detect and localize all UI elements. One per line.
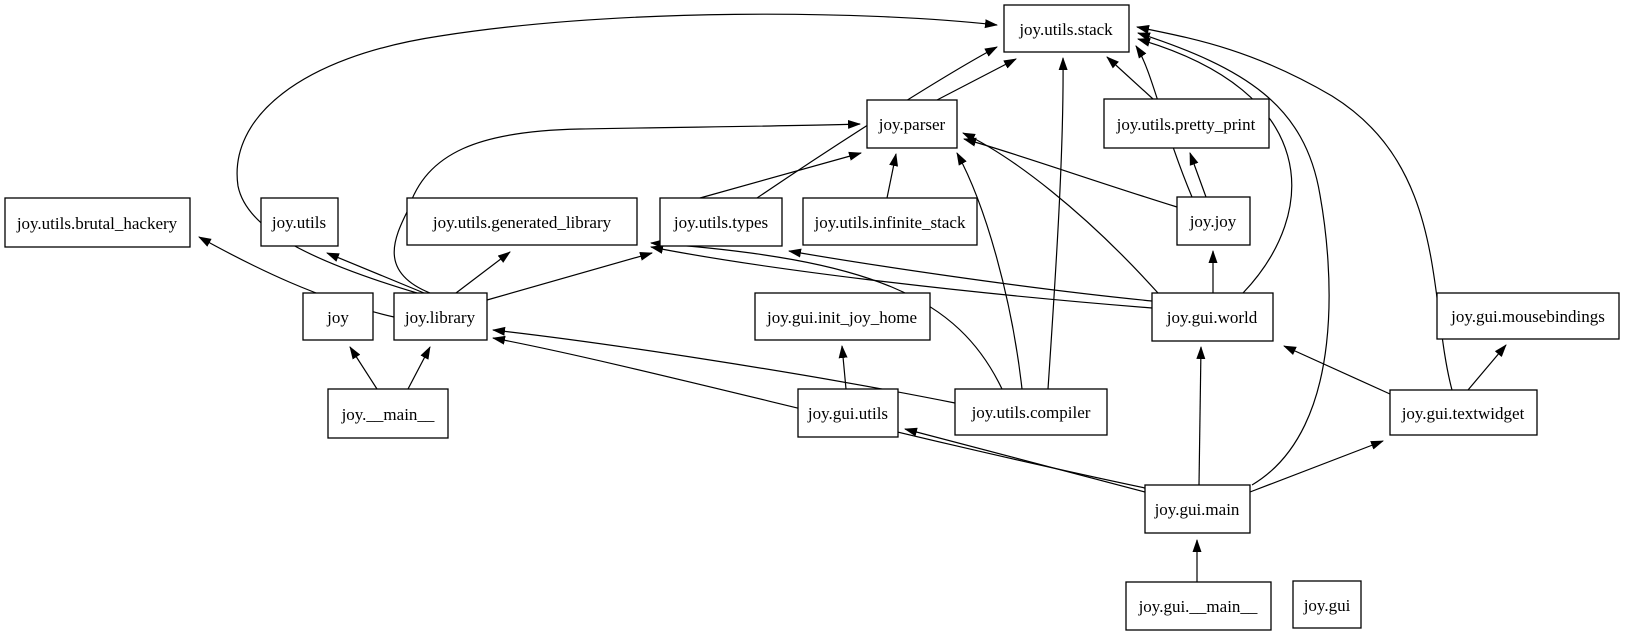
node-box <box>4 197 191 248</box>
node-box <box>1144 484 1251 534</box>
node-joy-gui-init-joy-home: joy.gui.init_joy_home <box>754 292 931 341</box>
edge-types-to-parser <box>699 151 862 199</box>
node-joy-utils-infinite-stack: joy.utils.infinite_stack <box>802 197 978 246</box>
node-box <box>327 388 449 439</box>
node-joy-utils-stack: joy.utils.stack <box>1003 4 1130 53</box>
node-box <box>302 292 374 341</box>
edge-gui-utils-to-init-joy-home <box>838 345 848 390</box>
edge-world-to-parser <box>962 132 1159 294</box>
node-joy-main-module: joy.__main__ <box>327 388 449 439</box>
node-box <box>1125 581 1272 631</box>
edge-gui-main-to-library <box>492 335 1146 489</box>
edge-textwidget-to-world <box>1283 345 1391 395</box>
node-box <box>659 197 783 247</box>
node-joy-gui-main: joy.gui.main <box>1144 484 1251 534</box>
edge-compiler-to-generated-library <box>650 239 1003 390</box>
edge-gui-main-to-world <box>1196 346 1206 486</box>
node-joy-gui-textwidget: joy.gui.textwidget <box>1389 389 1538 436</box>
edge-library-to-generated-library <box>455 251 511 294</box>
node-box <box>1176 196 1251 246</box>
edge-world-to-types <box>788 248 1153 302</box>
node-box <box>1389 389 1538 436</box>
node-label: joy.gui.__main__ <box>1138 597 1258 616</box>
node-label: joy.utils.pretty_print <box>1116 115 1256 134</box>
node-box <box>1103 98 1270 149</box>
node-label: joy.gui.textwidget <box>1401 404 1525 423</box>
edge-joy-joy-to-pretty-print <box>1189 152 1207 198</box>
node-label: joy.utils.types <box>673 213 768 232</box>
node-box <box>1292 580 1362 629</box>
node-label: joy.gui.main <box>1154 500 1240 519</box>
edge-gui-main-to-gui-utils <box>904 427 1146 493</box>
node-joy-gui-main-module: joy.gui.__main__ <box>1125 581 1272 631</box>
node-box <box>1003 4 1130 53</box>
node-joy-gui-world: joy.gui.world <box>1151 292 1274 342</box>
edge-compiler-to-parser <box>956 152 1023 390</box>
node-box <box>393 292 488 341</box>
node-box <box>1151 292 1274 342</box>
edge-infinite-stack-to-parser <box>886 153 899 199</box>
node-label: joy.library <box>404 308 476 327</box>
node-label: joy.gui.world <box>1166 308 1258 327</box>
node-box <box>1436 292 1620 340</box>
node-box <box>406 197 638 246</box>
node-joy-gui-mousebindings: joy.gui.mousebindings <box>1436 292 1620 340</box>
edge-layer <box>198 13 1507 582</box>
node-box <box>866 99 958 149</box>
node-joy-gui: joy.gui <box>1292 580 1362 629</box>
node-joy: joy <box>302 292 374 341</box>
edge-textwidget-to-mousebindings <box>1467 344 1507 391</box>
edge-world-to-generated-library <box>650 244 1153 309</box>
edge-joy-joy-to-parser <box>963 137 1178 208</box>
node-label: joy.__main__ <box>341 405 435 424</box>
node-layer: joy.utils.stack joy.parser joy.utils.pre… <box>4 4 1620 631</box>
node-box <box>797 388 899 438</box>
node-label: joy.utils.infinite_stack <box>814 213 966 232</box>
node-joy-gui-utils: joy.gui.utils <box>797 388 899 438</box>
node-joy-utils: joy.utils <box>260 197 339 247</box>
node-joy-joy: joy.joy <box>1176 196 1251 246</box>
node-label: joy <box>326 308 349 327</box>
node-label: joy.utils.brutal_hackery <box>16 214 178 233</box>
edge-gui-main-to-textwidget <box>1249 440 1384 493</box>
edge-pretty-print-to-stack <box>1106 56 1154 100</box>
node-box <box>802 197 978 246</box>
node-label: joy.gui.utils <box>807 404 888 423</box>
edge-gui-main-to-stack <box>1137 32 1330 486</box>
edge-library-to-utils <box>326 252 425 294</box>
node-label: joy.gui.mousebindings <box>1450 307 1605 326</box>
node-joy-utils-brutal-hackery: joy.utils.brutal_hackery <box>4 197 191 248</box>
node-joy-utils-types: joy.utils.types <box>659 197 783 247</box>
node-label: joy.gui.init_joy_home <box>766 308 917 327</box>
node-joy-utils-pretty-print: joy.utils.pretty_print <box>1103 98 1270 149</box>
edge-library-to-parser <box>393 119 861 294</box>
node-joy-library: joy.library <box>393 292 488 341</box>
node-joy-utils-compiler: joy.utils.compiler <box>954 388 1108 436</box>
node-box <box>260 197 339 247</box>
node-label: joy.utils.compiler <box>971 403 1091 422</box>
edge-library-to-types <box>486 251 653 301</box>
node-label: joy.parser <box>878 115 946 134</box>
edge-library-to-stack <box>236 13 998 294</box>
edge-world-to-stack <box>1137 38 1293 294</box>
node-joy-parser: joy.parser <box>866 99 958 149</box>
node-label: joy.utils.stack <box>1018 20 1113 39</box>
node-box <box>754 292 931 341</box>
node-label: joy.utils.generated_library <box>432 213 612 232</box>
edge-compiler-to-stack <box>1047 57 1068 390</box>
node-label: joy.utils <box>271 213 326 232</box>
node-label: joy.gui <box>1303 596 1351 615</box>
edge-joy-main-to-joy <box>349 346 378 390</box>
edge-parser-to-stack <box>936 58 1017 101</box>
node-box <box>954 388 1108 436</box>
node-joy-utils-generated-library: joy.utils.generated_library <box>406 197 638 246</box>
node-label: joy.joy <box>1189 212 1237 231</box>
edge-joy-main-to-library <box>407 346 431 390</box>
